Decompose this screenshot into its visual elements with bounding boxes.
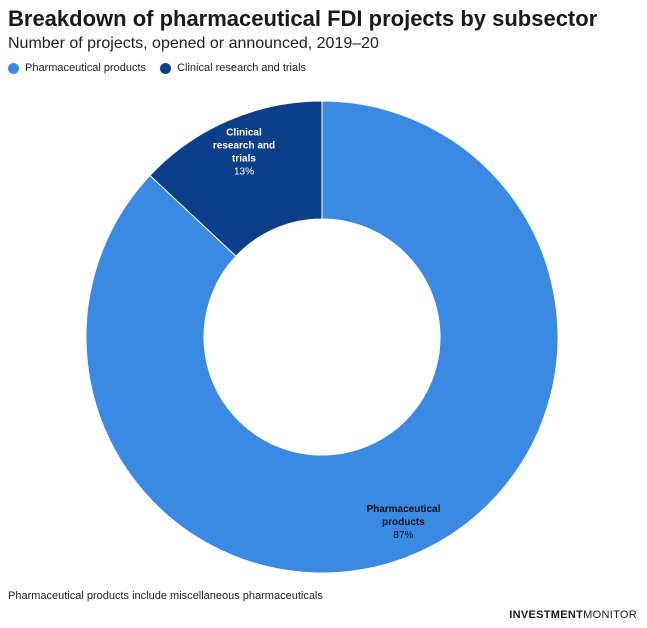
slice-label: Pharmaceutical products 87% <box>366 504 440 541</box>
slice-label-name: Pharmaceutical <box>366 504 440 515</box>
slice-label: Clinical research and trials 13% <box>213 128 275 178</box>
footnote: Pharmaceutical products include miscella… <box>8 590 323 602</box>
slice-label-value: 13% <box>234 167 254 178</box>
legend-swatch-pharmaceutical-products <box>8 62 19 74</box>
slice-label-name: trials <box>232 154 256 165</box>
legend-item-pharmaceutical-products: Pharmaceutical products <box>8 62 146 74</box>
slice-label-name: products <box>382 517 425 528</box>
chart-subtitle: Number of projects, opened or announced,… <box>8 35 379 52</box>
slice-clinical-research <box>149 100 323 257</box>
legend-item-clinical-research: Clinical research and trials <box>160 62 306 74</box>
legend-swatch-clinical-research <box>160 62 172 74</box>
legend-label: Pharmaceutical products <box>25 62 147 74</box>
slice-label-name: Clinical <box>226 128 262 139</box>
legend-label: Clinical research and trials <box>177 62 307 74</box>
slice-pharmaceutical-products <box>85 100 559 574</box>
brand-logo: INVESTMENTMONITOR <box>509 609 637 621</box>
slice-label-name: research and <box>213 141 275 152</box>
chart-title: Breakdown of pharmaceutical FDI projects… <box>8 6 598 31</box>
legend: Pharmaceutical products Clinical researc… <box>8 62 306 74</box>
slice-label-value: 87% <box>393 530 413 541</box>
